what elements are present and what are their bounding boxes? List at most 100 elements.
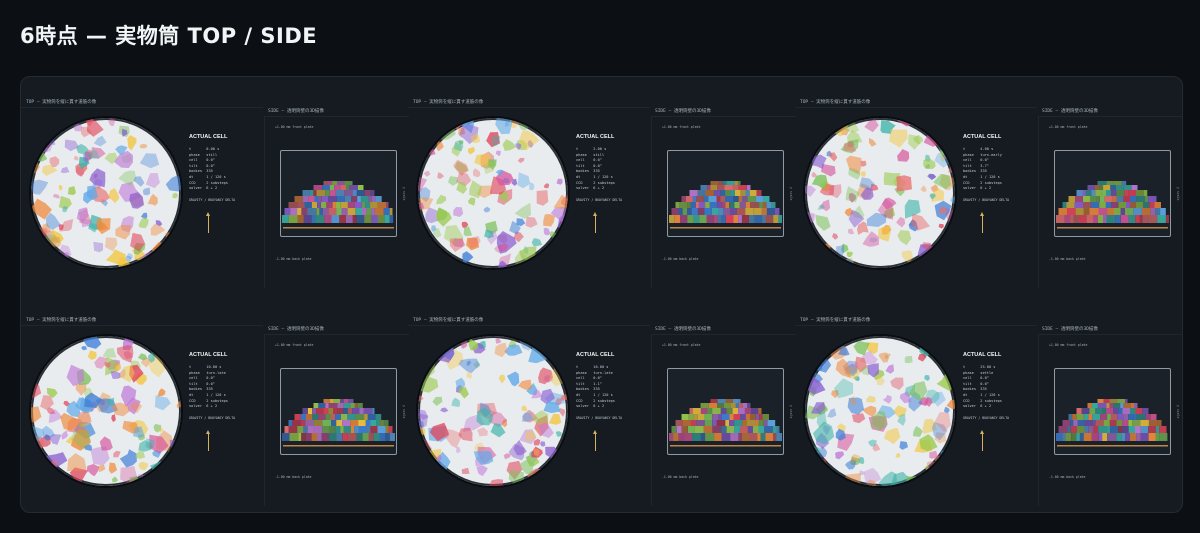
stacked-particle [305, 420, 314, 426]
cell-top-dish [29, 334, 183, 488]
stacked-particle [687, 208, 692, 215]
stacked-particle [358, 426, 367, 433]
gravity-arrow-icon [206, 212, 210, 233]
crystal-shard [93, 135, 107, 147]
crystal-shard [138, 474, 143, 479]
cell-heading: ACTUAL CELL [189, 134, 228, 140]
stacked-particle [383, 208, 390, 215]
stacked-particle [745, 414, 751, 420]
crystal-shard [418, 394, 424, 402]
cell-stat-row: solver 6 + 2 [189, 186, 218, 191]
stacked-particle [1142, 408, 1149, 414]
stacked-particle [742, 196, 748, 202]
stacked-particle [778, 215, 782, 223]
stacked-particle [331, 215, 340, 223]
stacked-particle [705, 433, 715, 441]
stacked-particle [1091, 433, 1099, 441]
crystal-shard [950, 196, 955, 204]
stacked-particle [1070, 426, 1077, 433]
crystal-shard [133, 176, 145, 187]
crystal-shard [805, 234, 820, 250]
crystal-shard [138, 461, 148, 471]
stacked-particle [1129, 433, 1137, 441]
stacked-particle [1118, 408, 1123, 414]
stacked-particle [708, 403, 717, 408]
crystal-shard [161, 118, 181, 129]
stacked-particle [1136, 414, 1146, 420]
crystal-shard [65, 435, 74, 445]
stacked-particle [1148, 420, 1158, 426]
cell-stat-row: phase settle [963, 370, 994, 375]
stacked-particle [716, 196, 721, 202]
crystal-shard [931, 252, 955, 268]
crystal-shard [841, 243, 849, 254]
stacked-particle [732, 408, 739, 414]
crystal-shard [67, 453, 87, 472]
crystal-shard [51, 229, 64, 244]
crystal-shard [73, 155, 79, 161]
stacked-particle [720, 190, 726, 196]
cell-stat-row: phase still [576, 152, 605, 157]
crystal-shard [418, 187, 431, 203]
stacked-particle [1110, 414, 1118, 420]
crystal-shard [514, 250, 529, 268]
stacked-particle [1153, 196, 1157, 202]
stacked-particle [733, 414, 740, 420]
stacked-particle [762, 414, 769, 420]
stacked-particle [738, 399, 741, 403]
particle-field [31, 336, 181, 486]
stacked-particle [721, 426, 727, 433]
crystal-shard [59, 219, 74, 232]
stacked-particle [710, 181, 719, 185]
crystal-shard [46, 387, 58, 399]
stacked-particle [1118, 202, 1127, 208]
stacked-particle [321, 196, 328, 202]
crystal-shard [113, 450, 121, 458]
crystal-shard [503, 453, 511, 460]
crystal-shard [418, 147, 426, 156]
stacked-particle [1106, 190, 1111, 196]
gravity-label: GRAVITY / BUOYANCY DELTA [576, 197, 623, 202]
crystal-shard [466, 360, 471, 366]
crystal-shard [859, 470, 866, 476]
stacked-particle [1083, 433, 1092, 441]
side-stack [669, 399, 782, 447]
crystal-shard [878, 225, 891, 242]
crystal-shard [889, 129, 908, 148]
stacked-particle [747, 420, 756, 426]
crystal-shard [436, 194, 447, 205]
stacked-particle [347, 208, 356, 215]
stacked-particle [1085, 190, 1092, 196]
stacked-particle [697, 190, 706, 196]
crystal-shard [929, 193, 936, 200]
stacked-particle [682, 208, 688, 215]
crystal-shard [555, 431, 562, 437]
crystal-shard [157, 388, 166, 397]
crystal-shard [882, 394, 892, 404]
crystal-shard [108, 118, 115, 127]
back-plane-label: -1.00 mm back plate [275, 257, 312, 261]
stacked-particle [747, 196, 756, 202]
side-stack [1056, 399, 1168, 447]
stacked-particle [755, 414, 760, 420]
stacked-particle [1148, 215, 1158, 223]
crystal-shard [61, 430, 69, 440]
stacked-particle [1128, 215, 1136, 223]
stacked-particle [734, 181, 738, 185]
crystal-shard [935, 336, 955, 355]
stacked-particle [729, 414, 734, 420]
stacked-particle [1157, 215, 1166, 223]
stacked-particle [736, 208, 746, 215]
crystal-shard [511, 178, 518, 186]
stacked-particle [324, 215, 332, 223]
crystal-shard [423, 118, 437, 131]
crystal-shard [71, 430, 91, 450]
stacked-particle [697, 208, 705, 215]
cell-stat-row: bodies 335 [576, 169, 600, 174]
stacked-particle [323, 181, 328, 185]
crystal-shard [498, 374, 506, 384]
crystal-shard [111, 414, 116, 423]
crystal-shard [519, 336, 535, 351]
stacked-particle [325, 414, 331, 420]
